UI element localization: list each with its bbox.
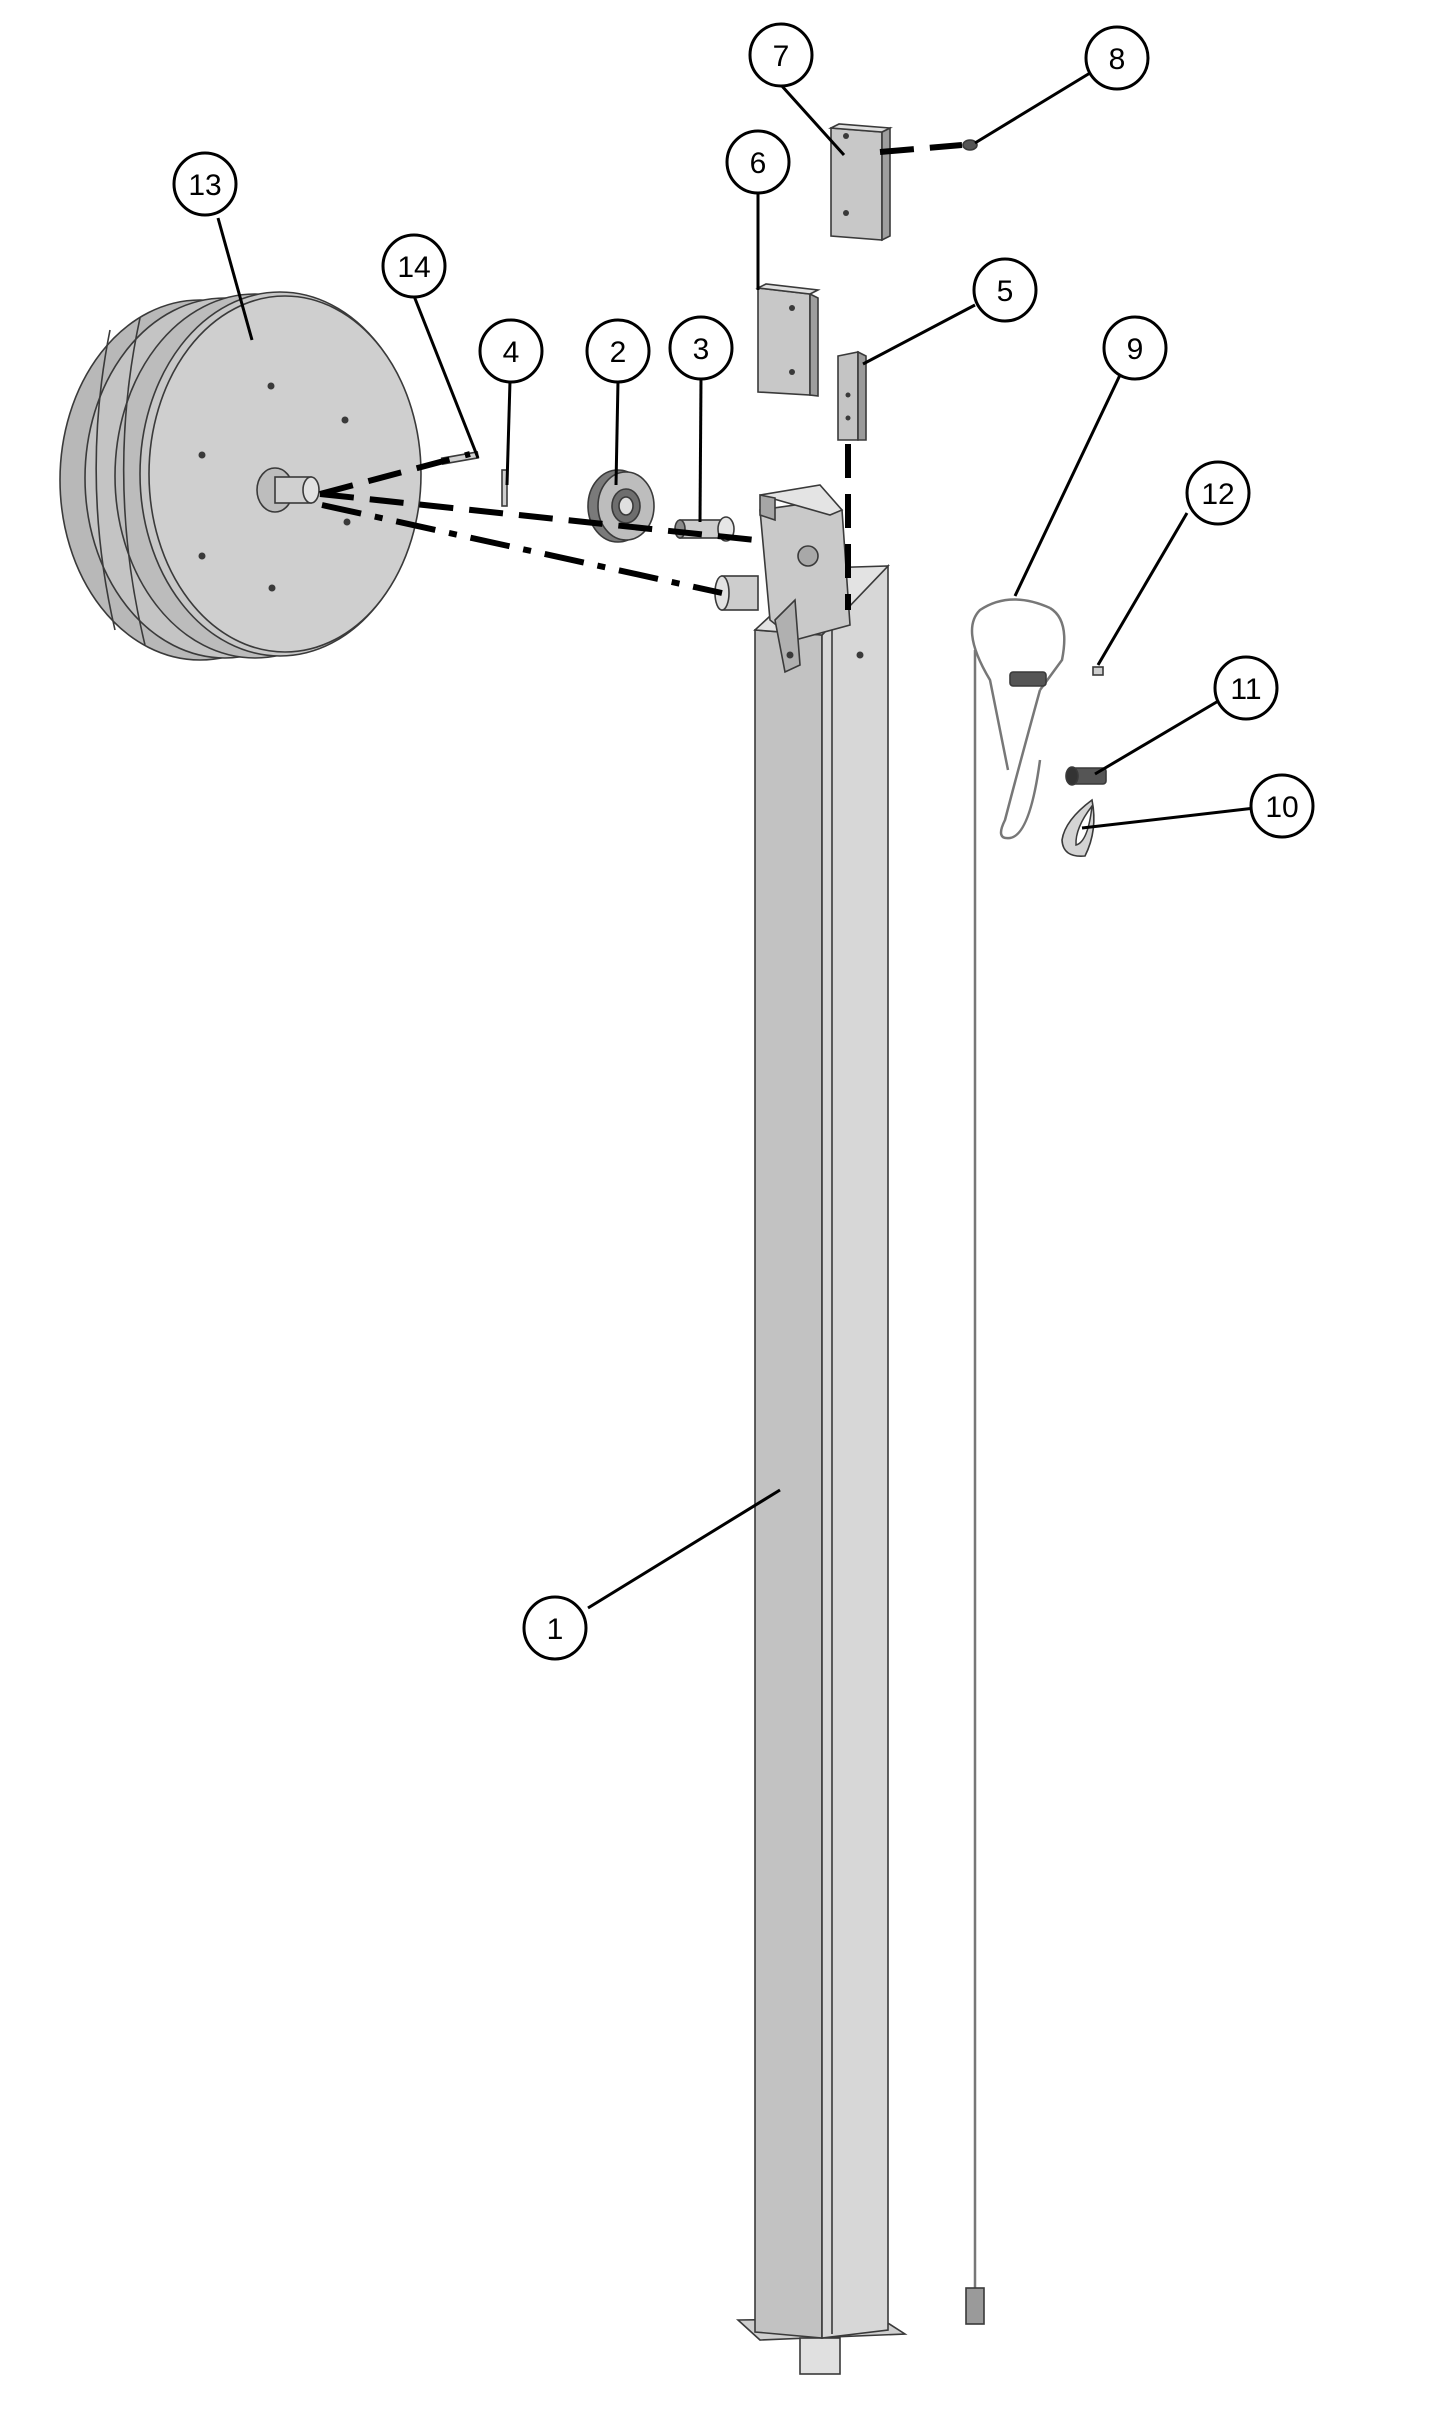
callout-12: 12 xyxy=(1185,460,1251,526)
callout-7: 7 xyxy=(748,22,814,88)
callout-label: 5 xyxy=(997,275,1014,308)
thimble xyxy=(1061,798,1095,857)
screw xyxy=(962,139,978,151)
callout-label: 9 xyxy=(1127,333,1144,366)
callout-label: 2 xyxy=(610,336,627,369)
callout-label: 7 xyxy=(773,40,790,73)
plate xyxy=(755,283,821,397)
plate xyxy=(828,123,893,242)
callout-label: 12 xyxy=(1201,478,1234,511)
callout-label: 8 xyxy=(1109,43,1126,76)
callout-label: 4 xyxy=(503,336,520,369)
callout-label: 10 xyxy=(1265,791,1298,824)
callout-9: 9 xyxy=(1102,315,1168,381)
bearing xyxy=(587,469,655,543)
bracket xyxy=(837,350,867,441)
callout-6: 6 xyxy=(725,129,791,195)
callout-label: 13 xyxy=(188,169,221,202)
callout-5: 5 xyxy=(972,257,1038,323)
small-clip xyxy=(1092,666,1104,676)
callout-2: 2 xyxy=(585,318,651,384)
callout-8: 8 xyxy=(1084,25,1150,91)
callout-4: 4 xyxy=(478,318,544,384)
post xyxy=(714,484,908,2375)
callout-label: 3 xyxy=(693,333,710,366)
callout-label: 1 xyxy=(547,1613,564,1646)
hose-reel-drum xyxy=(59,291,422,661)
clip xyxy=(501,469,508,507)
assembly-lines xyxy=(319,142,963,610)
callout-label: 6 xyxy=(750,147,767,180)
callout-1: 1 xyxy=(522,1595,588,1661)
callout-label: 11 xyxy=(1230,673,1261,706)
callout-13: 13 xyxy=(172,151,238,217)
callout-10: 10 xyxy=(1249,773,1315,839)
callout-3: 3 xyxy=(668,315,734,381)
callout-label: 14 xyxy=(397,251,430,284)
callout-11: 11 xyxy=(1213,655,1279,721)
leader-lines xyxy=(216,71,1256,1610)
callout-14: 14 xyxy=(381,233,447,299)
cable xyxy=(965,598,1066,2325)
